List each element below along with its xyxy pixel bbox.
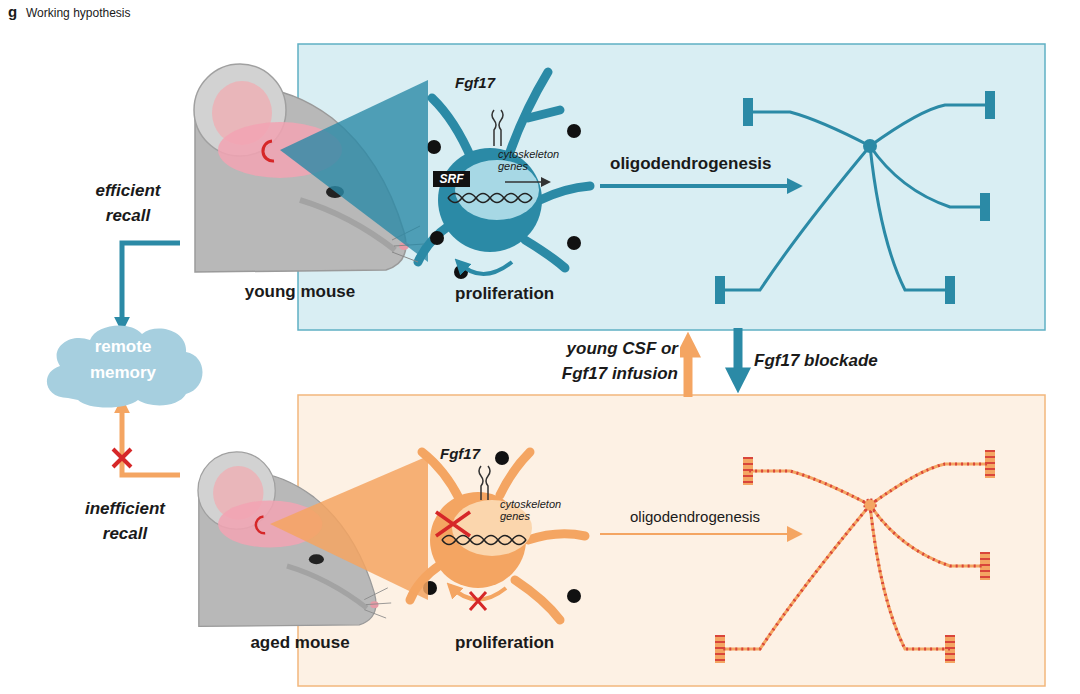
connector-arrow [684,342,693,397]
mouse-label: young mouse [180,282,420,302]
memory-cloud: remote memory [38,320,208,408]
edge-label: Fgf17 blockade [752,348,896,375]
process-label: proliferation [455,284,554,304]
figure-title: Working hypothesis [26,6,131,20]
edge-label: young CSF or Fgf17 infusion [540,336,680,387]
gene-label: cytoskeleton genes [500,498,570,522]
mouse-label: aged mouse [180,633,420,653]
gene-label: Fgf17 [455,74,495,91]
gene-label: Fgf17 [440,445,480,462]
panel-letter: g [8,3,17,20]
process-label: oligodendrogenesis [630,508,760,525]
connector-arrow [734,328,743,383]
process-label: oligodendrogenesis [610,154,772,174]
factor-label: SRF [433,171,470,187]
cloud-label: remote memory [78,334,168,385]
mouse-figure: aged mouse [180,455,424,659]
connector-arrow [122,243,180,328]
young-panel: Fgf17SRF cytoskeleton genes proliferation o… [298,44,1045,330]
edge-label: inefficient recall [62,496,188,547]
edge-label: efficient recall [72,178,184,229]
mouse-figure: young mouse [180,60,424,308]
aged-panel: Fgf17 cytoskeleton genes proliferation olig… [298,395,1045,686]
gene-label: cytoskeleton genes [498,148,568,172]
cross-mark [113,449,131,467]
process-label: proliferation [455,633,554,653]
